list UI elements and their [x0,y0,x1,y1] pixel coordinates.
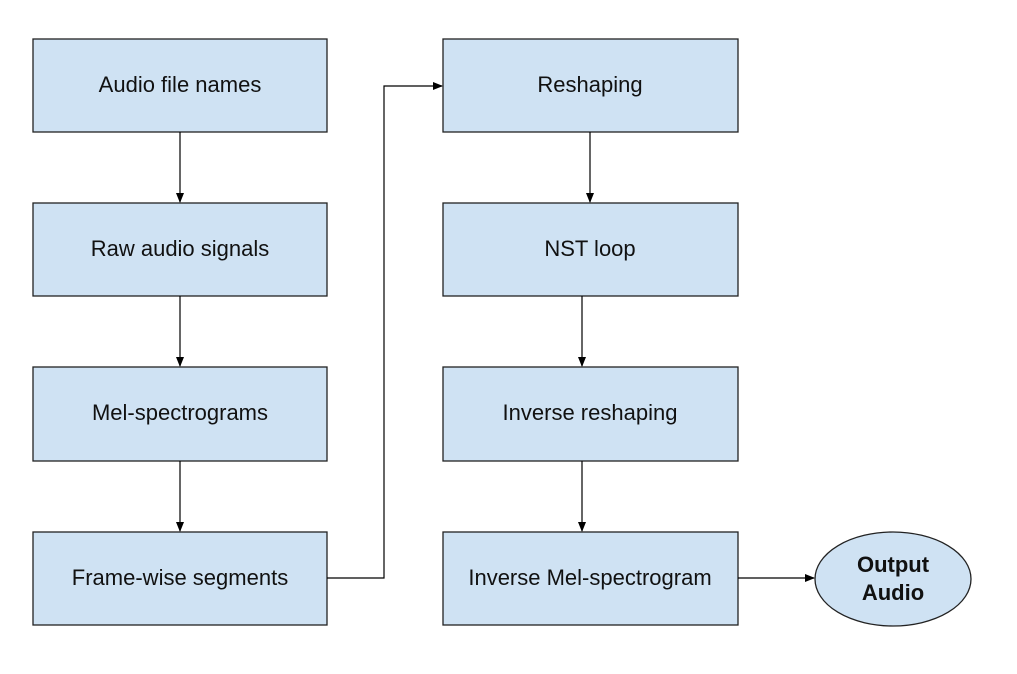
node-label: Frame-wise segments [72,565,288,590]
node-label-line1: Output [857,552,930,577]
node-inverse-reshaping: Inverse reshaping [442,366,739,462]
node-inverse-mel-spectrogram: Inverse Mel-spectrogram [442,531,739,626]
node-nst-loop: NST loop [442,202,739,297]
node-output-audio: Output Audio [814,531,972,627]
node-label: Inverse reshaping [503,400,678,425]
node-label: Raw audio signals [91,236,270,261]
node-label: Reshaping [537,72,642,97]
node-audio-file-names: Audio file names [32,38,328,133]
node-label: Mel-spectrograms [92,400,268,425]
node-frame-wise-segments: Frame-wise segments [32,531,328,626]
node-mel-spectrograms: Mel-spectrograms [32,366,328,462]
node-label: Inverse Mel-spectrogram [468,565,711,590]
node-label: NST loop [544,236,635,261]
node-reshaping: Reshaping [442,38,739,133]
node-label-line2: Audio [862,580,924,605]
edge-connector-arrow [327,82,443,579]
node-raw-audio-signals: Raw audio signals [32,202,328,297]
node-label: Audio file names [99,72,262,97]
